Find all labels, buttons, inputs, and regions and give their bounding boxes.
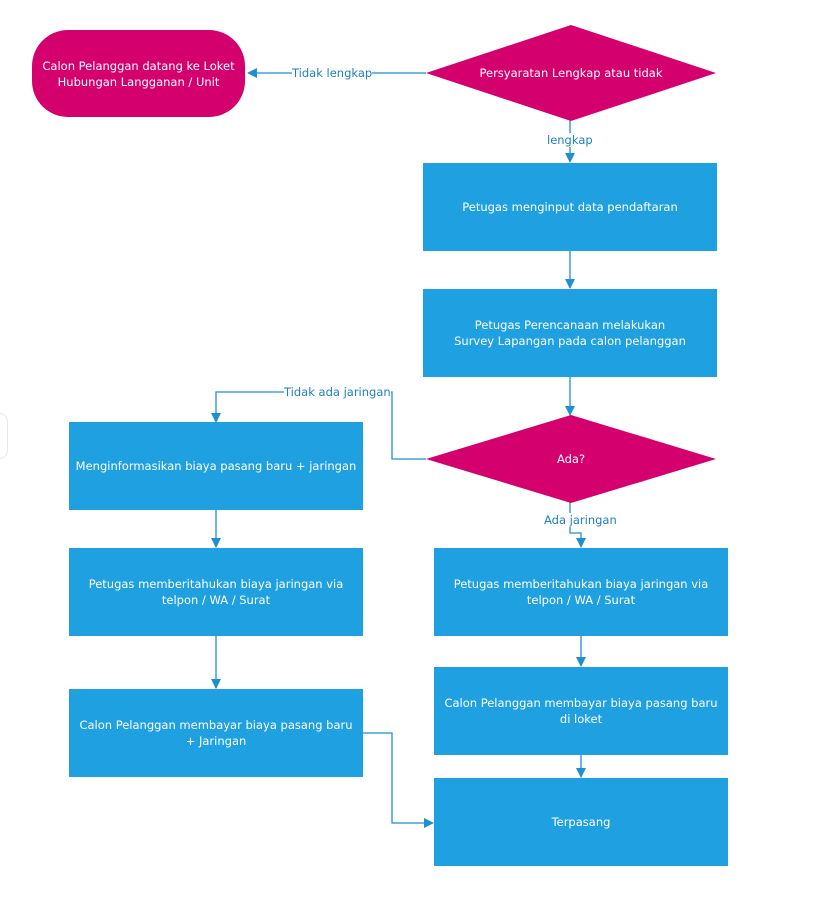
- edge-pay-left-to-installed: [362, 732, 434, 828]
- pay-right-label: Calon Pelanggan membayar biaya pasang ba…: [444, 696, 718, 726]
- requirements-decision-shape: [426, 25, 716, 121]
- installed-process: Terpasang: [434, 778, 728, 866]
- notify-left-process: Petugas memberitahukan biaya jaringan vi…: [69, 548, 363, 636]
- pay-left-process: Calon Pelanggan membayar biaya pasang ba…: [69, 689, 363, 777]
- survey-label: Petugas Perencanaan melakukan Survey Lap…: [454, 318, 686, 348]
- requirements-decision-label: Persyaratan Lengkap atau tidak: [479, 66, 663, 80]
- pay-left-label: Calon Pelanggan membayar biaya pasang ba…: [79, 718, 353, 748]
- start-terminal-label: Calon Pelanggan datang ke Loket Hubungan…: [42, 58, 235, 89]
- notify-right-label: Petugas memberitahukan biaya jaringan vi…: [453, 577, 709, 607]
- edge-no-network: [211, 391, 426, 460]
- inform-cost-process: Menginformasikan biaya pasang baru + jar…: [69, 422, 363, 510]
- input-registration-label: Petugas menginput data pendaftaran: [462, 200, 678, 214]
- notify-right-process: Petugas memberitahukan biaya jaringan vi…: [434, 548, 728, 636]
- edge-label-incomplete: Tidak lengkap: [292, 66, 373, 80]
- edge-label-complete: lengkap: [547, 133, 593, 147]
- inform-cost-label: Menginformasikan biaya pasang baru + jar…: [75, 459, 357, 473]
- network-decision-label: Ada?: [556, 452, 586, 466]
- edge-label-no-network: Tidak ada jaringan: [284, 385, 391, 399]
- pay-right-process: Calon Pelanggan membayar biaya pasang ba…: [434, 667, 728, 755]
- survey-process: Petugas Perencanaan melakukan Survey Lap…: [423, 289, 717, 377]
- notify-left-label: Petugas memberitahukan biaya jaringan vi…: [88, 577, 344, 607]
- installed-label: Terpasang: [551, 815, 611, 829]
- input-registration-process: Petugas menginput data pendaftaran: [423, 163, 717, 251]
- network-decision: Ada?: [426, 415, 716, 503]
- edge-label-has-network: Ada jaringan: [544, 513, 617, 527]
- start-terminal: Calon Pelanggan datang ke Loket Hubungan…: [32, 30, 245, 117]
- requirements-decision: Persyaratan Lengkap atau tidak: [426, 25, 716, 121]
- network-decision-shape: [426, 415, 716, 503]
